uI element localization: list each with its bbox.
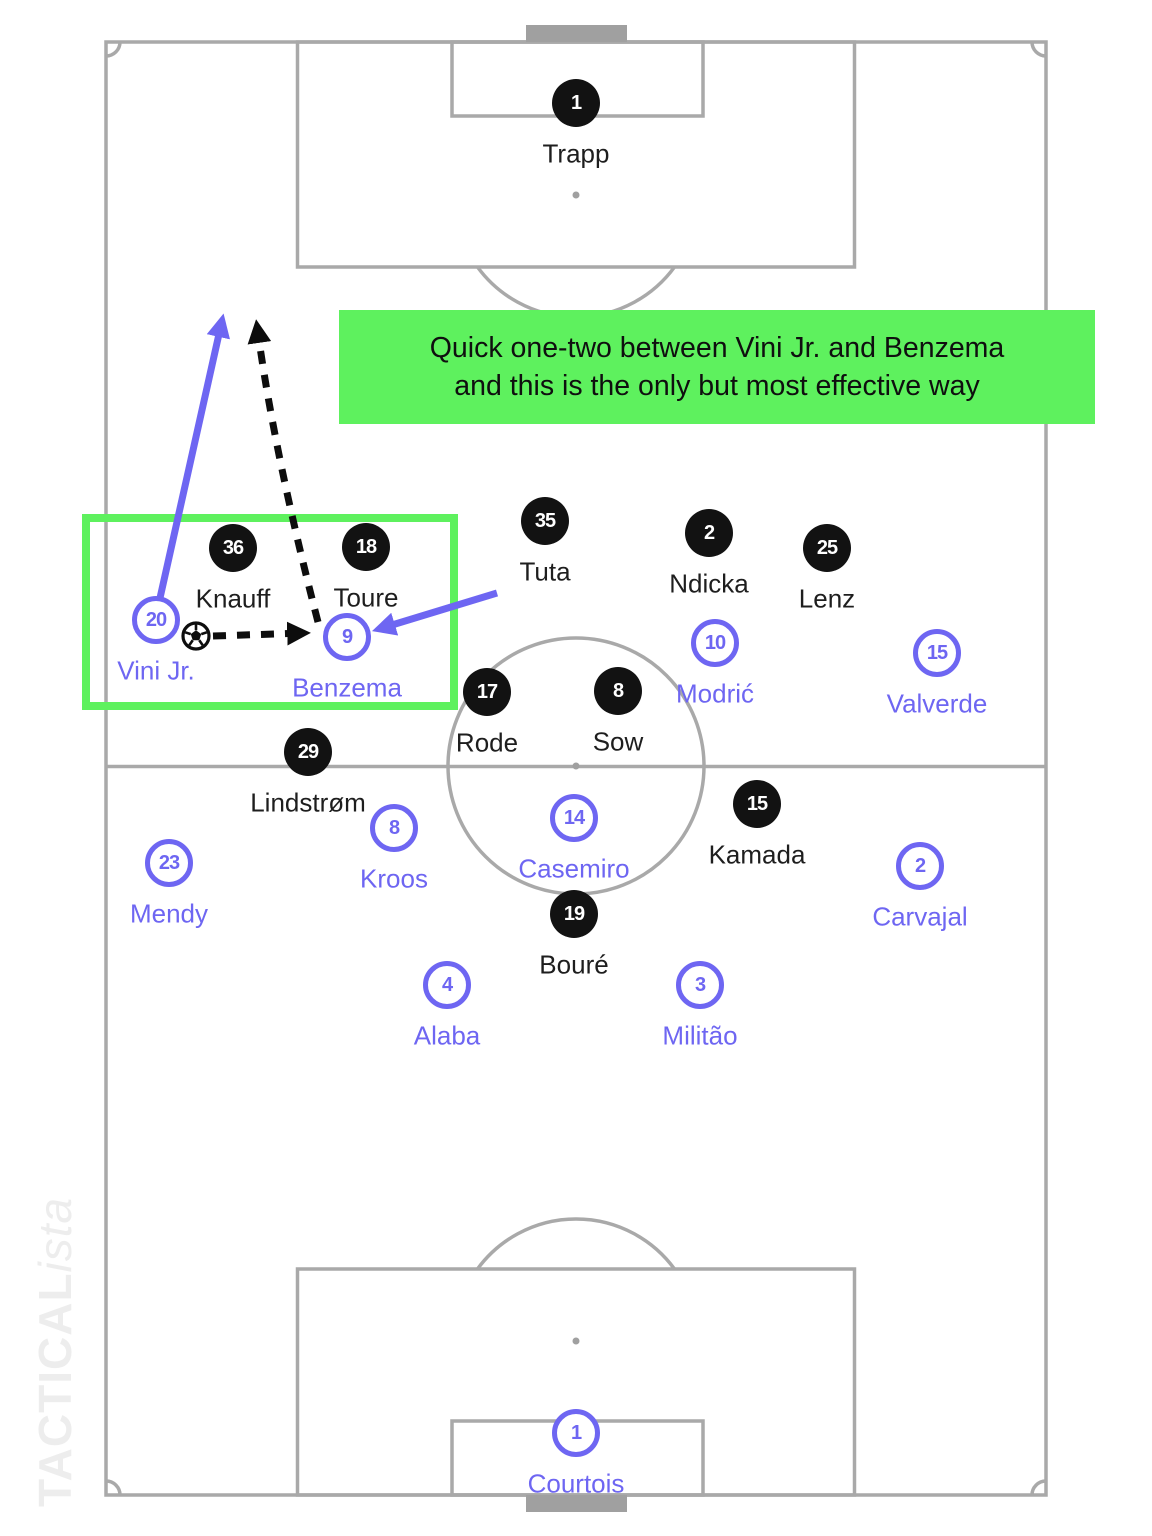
jersey-number: 2 [896, 842, 944, 890]
player-name-label: Trapp [542, 138, 610, 169]
player-name-label: Lenz [798, 583, 856, 614]
player-name-label: Modrić [675, 678, 755, 709]
jersey-number: 10 [691, 619, 739, 667]
jersey-number: 36 [209, 524, 257, 572]
player-name-label: Tuta [519, 556, 571, 587]
corner-arc-top-left [105, 41, 122, 58]
player-name-label: Kamada [708, 839, 806, 870]
annotation-line1: Quick one-two between Vini Jr. and Benze… [429, 332, 1005, 364]
jersey-number: 17 [463, 668, 511, 716]
player-name-label: Courtois [527, 1468, 625, 1499]
player-name-label: Benzema [292, 672, 402, 703]
player-name-label: Vini Jr. [117, 655, 195, 686]
player-name-label: Ndicka [669, 568, 749, 599]
goal-bottom [526, 1495, 627, 1512]
penalty-spot-top [572, 191, 580, 199]
player-name-label: Carvajal [872, 901, 968, 932]
annotation-box: Quick one-two between Vini Jr. and Benze… [339, 310, 1095, 424]
jersey-number: 23 [145, 839, 193, 887]
player-name-label: Sow [592, 726, 644, 757]
player-name-label: Militão [662, 1020, 738, 1051]
jersey-number: 35 [521, 497, 569, 545]
jersey-number: 9 [323, 613, 371, 661]
annotation-line2: and this is the only but most effective … [454, 370, 980, 402]
return-pass-arrow [247, 319, 322, 623]
highlight-zone-rect [82, 514, 458, 710]
jersey-number: 1 [552, 79, 600, 127]
player-name-label: Alaba [413, 1020, 481, 1051]
player-name-label: Casemiro [518, 853, 630, 884]
jersey-number: 15 [913, 629, 961, 677]
player-name-label: Valverde [886, 688, 988, 719]
vini-run-arrow [156, 313, 230, 599]
jersey-number: 1 [552, 1409, 600, 1457]
corner-arc-bottom-right [1030, 1479, 1047, 1496]
jersey-number: 14 [550, 794, 598, 842]
player-name-label: Kroos [360, 863, 428, 894]
jersey-number: 19 [550, 890, 598, 938]
soccer-ball-icon [181, 621, 211, 651]
jersey-number: 29 [284, 728, 332, 776]
player-name-label: Lindstrøm [250, 787, 366, 818]
jersey-number: 8 [594, 667, 642, 715]
corner-arc-top-right [1030, 41, 1047, 58]
jersey-number: 25 [803, 524, 851, 572]
player-name-label: Bouré [539, 949, 609, 980]
pass-to-benzema-arrow [212, 621, 311, 646]
benzema-pointer-arrow [371, 589, 499, 636]
jersey-number: 3 [676, 961, 724, 1009]
jersey-number: 4 [423, 961, 471, 1009]
corner-arc-bottom-left [105, 1479, 122, 1496]
jersey-number: 2 [685, 509, 733, 557]
player-name-label: Knauff [195, 583, 271, 614]
penalty-spot-bottom [572, 1337, 580, 1345]
center-spot [572, 762, 580, 770]
jersey-number: 20 [132, 596, 180, 644]
player-name-label: Mendy [129, 898, 209, 929]
player-name-label: Toure [333, 582, 399, 613]
jersey-number: 8 [370, 804, 418, 852]
jersey-number: 18 [342, 523, 390, 571]
goal-top [526, 25, 627, 42]
player-name-label: Rode [455, 727, 519, 758]
penalty-arc-bottom [476, 1217, 676, 1271]
jersey-number: 15 [733, 780, 781, 828]
